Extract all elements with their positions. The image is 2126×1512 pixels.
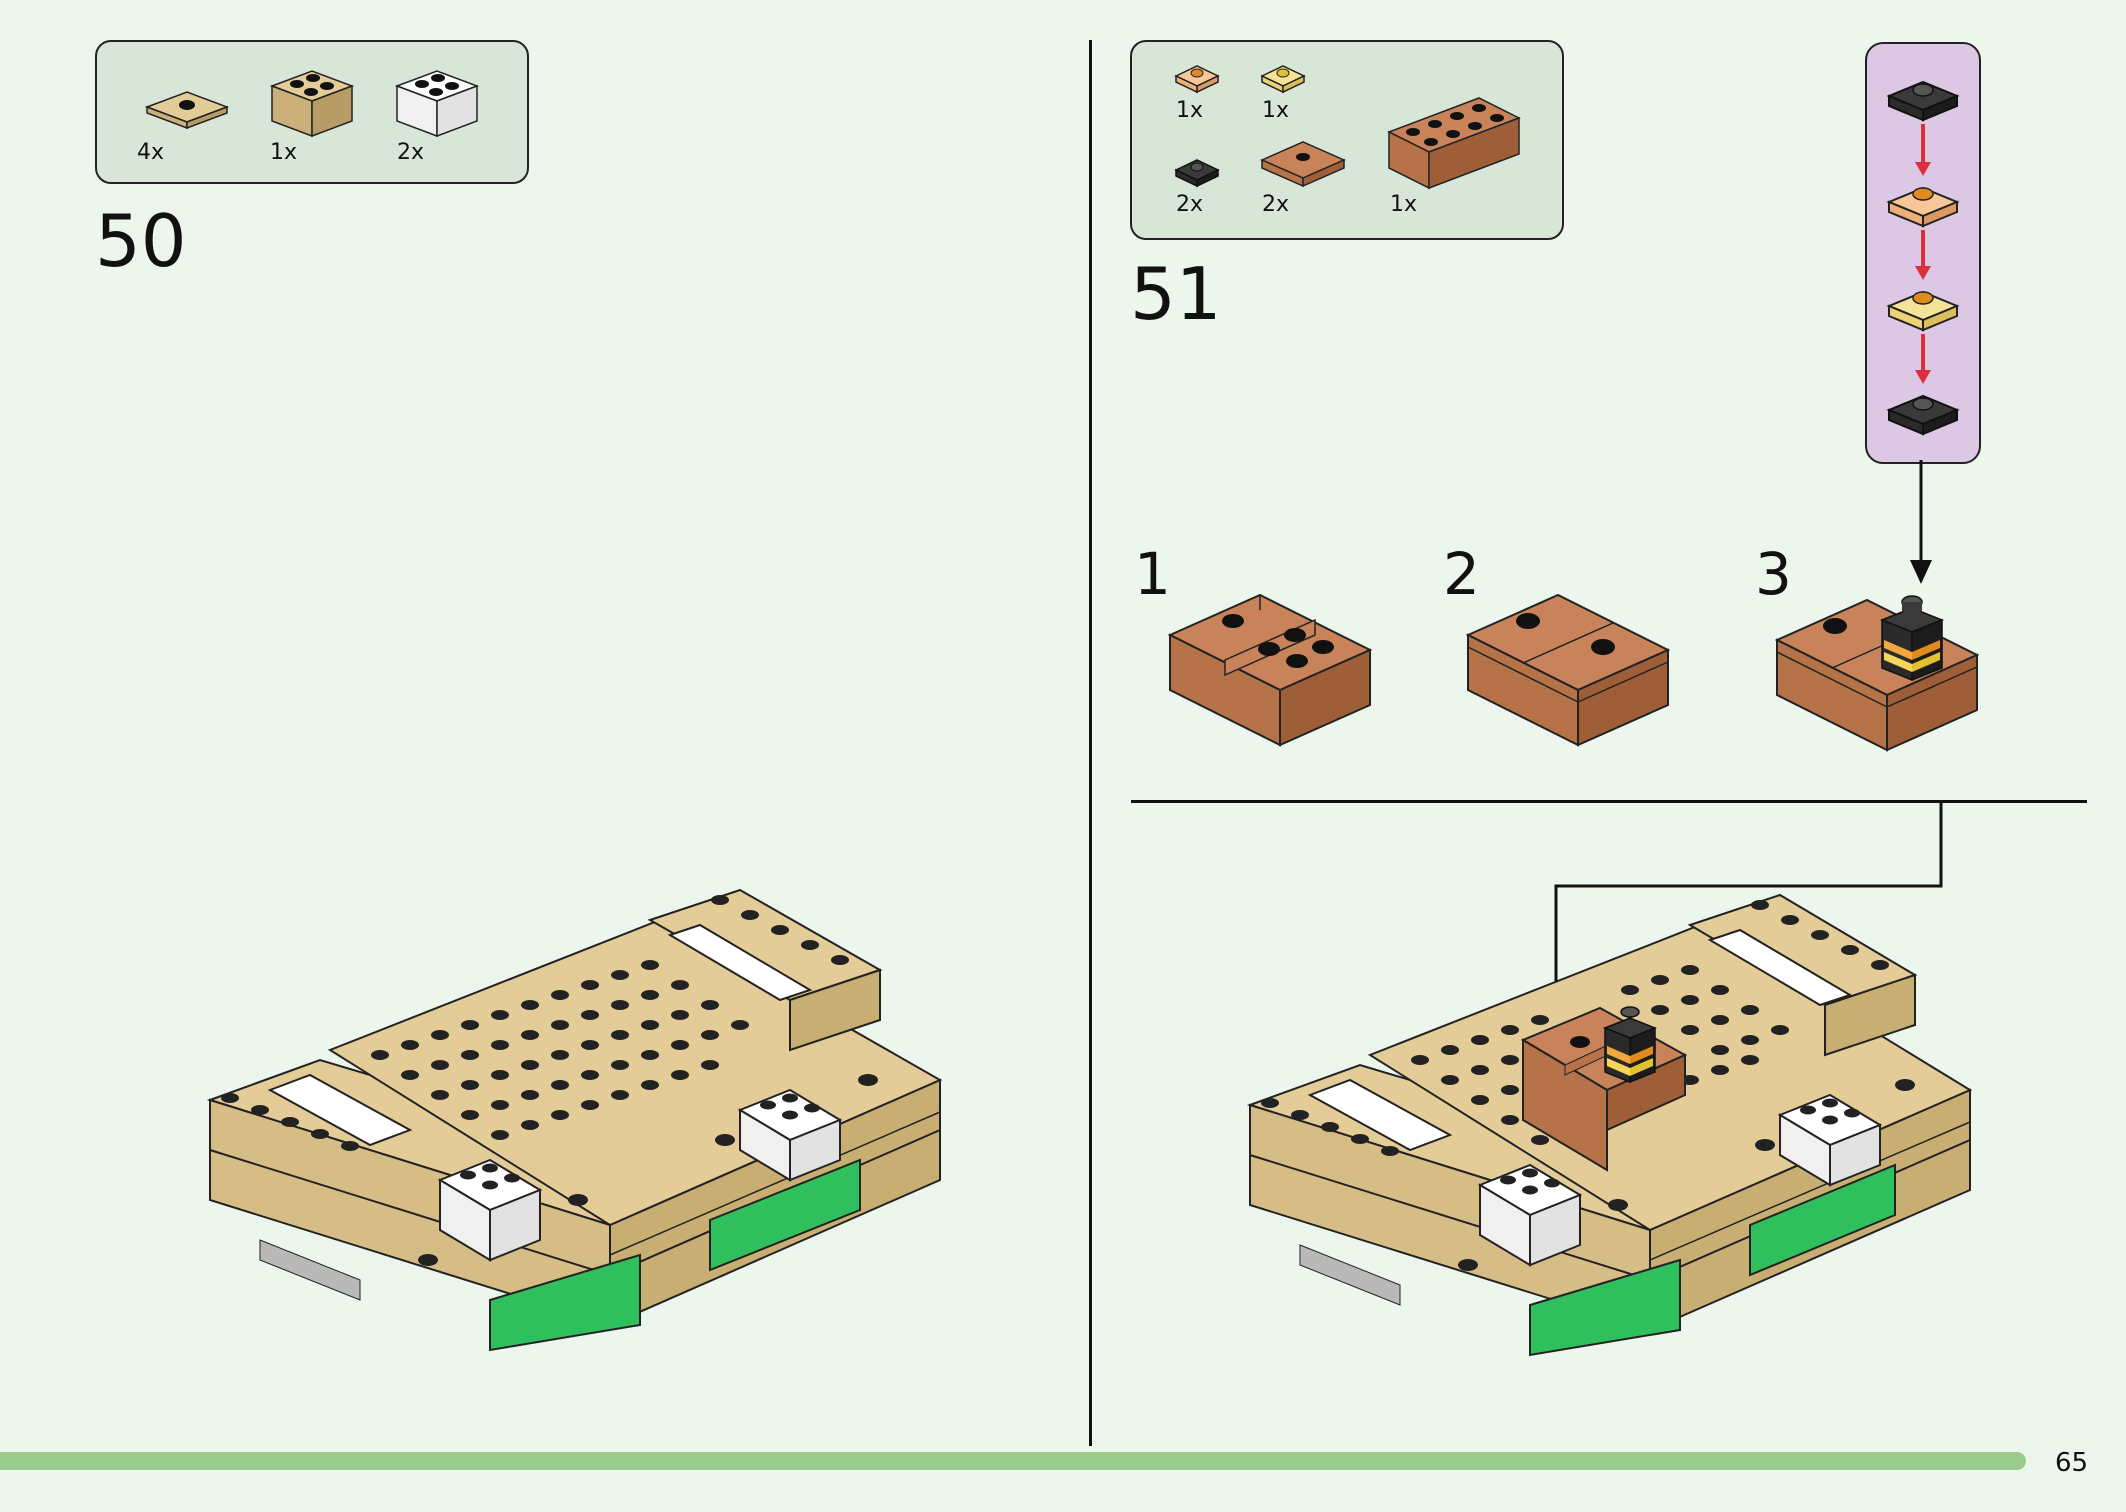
part-count: 2x (1262, 192, 1290, 217)
tan-round-plate-1x1-icon (144, 91, 230, 130)
part-count: 1x (1176, 98, 1204, 123)
step-number: 50 (95, 199, 187, 283)
stack-sequence-illustration (1886, 80, 1960, 436)
brown-brick-2x4-icon (1387, 97, 1521, 190)
sub-step-1-illustration (1167, 593, 1373, 747)
step-number: 51 (1130, 252, 1222, 336)
part-count: 2x (1176, 192, 1204, 217)
brown-plate-2x2-icon (1260, 141, 1346, 188)
part-count: 1x (1390, 192, 1418, 217)
page-number: 65 (2055, 1448, 2089, 1478)
sub-step-number: 1 (1134, 540, 1171, 608)
sub-step-3-illustration (1774, 595, 1980, 752)
part-count: 1x (1262, 98, 1290, 123)
part-count: 1x (270, 140, 298, 165)
down-arrow (1910, 460, 1932, 584)
parts-box-step-51: 1x 1x 2x 2x 1x (1130, 40, 1564, 240)
sub-assembly-box (1865, 42, 1981, 464)
orange-trans-round-plate-icon (1174, 65, 1220, 94)
step-51-model-illustration (1246, 893, 1973, 1357)
step-50-model-illustration (206, 888, 943, 1352)
section-divider (1131, 800, 2087, 803)
sub-step-number: 2 (1443, 540, 1480, 608)
part-count: 2x (397, 140, 425, 165)
white-brick-2x2-icon (394, 70, 480, 138)
parts-box-step-50: 4x 1x 2x (95, 40, 529, 184)
sub-step-2-illustration (1465, 593, 1671, 747)
black-plate-1x1-icon (1174, 159, 1220, 188)
yellow-trans-round-plate-icon (1260, 65, 1306, 94)
page-divider (1089, 40, 1092, 1446)
sub-step-number: 3 (1755, 540, 1792, 608)
part-count: 4x (137, 140, 165, 165)
tan-brick-2x2-icon (269, 70, 355, 138)
progress-bar (0, 1452, 2026, 1470)
